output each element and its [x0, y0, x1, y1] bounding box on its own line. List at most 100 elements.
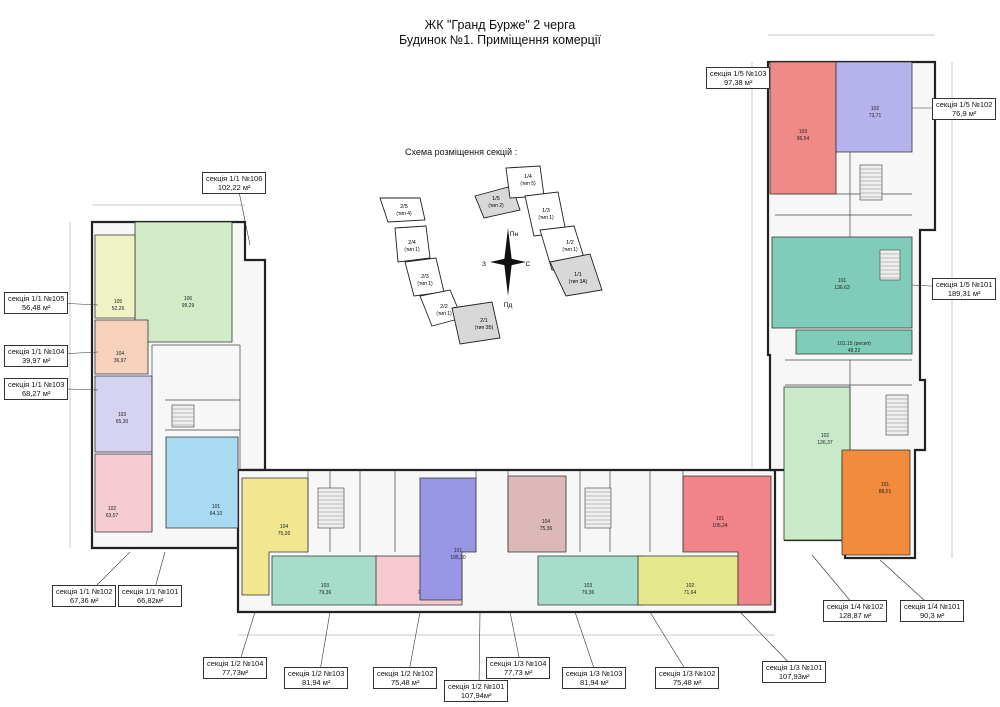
callout-area-value: 76,9 м²	[952, 109, 977, 118]
room-area-r13-102: 71,64	[684, 590, 697, 596]
callout-area-value: 81,94 м²	[301, 678, 331, 687]
room-r14-101	[841, 449, 911, 556]
callout-area-value: 66,82м²	[136, 596, 164, 605]
callout-section-label: секція 1/2 №104	[207, 659, 264, 668]
room-area-r15-101: 136,63	[834, 285, 850, 291]
compass-label: З	[482, 261, 486, 268]
stair-core	[171, 404, 195, 428]
room-r15-103	[769, 61, 837, 195]
callout-area-value: 68,27 м²	[21, 389, 51, 398]
room-area-r15-103: 96,54	[797, 136, 810, 142]
scheme-section-type: (тип 1)	[417, 281, 433, 287]
room-area-r11-104: 36,97	[114, 358, 127, 364]
scheme-title: Схема розміщення секцій :	[405, 147, 518, 157]
callout-area-value: 81,94 м²	[579, 678, 609, 687]
room-number-r12-103: 103	[321, 583, 330, 589]
callout-section-label: секція 1/3 №104	[490, 659, 547, 668]
room-r13-102	[637, 555, 739, 606]
stair-frame	[859, 164, 883, 201]
callout-section-label: секція 1/4 №102	[827, 602, 884, 611]
room-r11-101	[165, 436, 239, 529]
room-number-r12-104: 104	[280, 524, 289, 530]
callout-section-label: секція 1/2 №102	[377, 669, 434, 678]
callout-area-value: 102,22 м²	[217, 183, 251, 192]
stair-frame	[879, 249, 901, 281]
scheme-section-type: (тип 1)	[538, 215, 554, 221]
room-r15-102	[835, 61, 913, 153]
callout-section-label: секція 1/3 №102	[659, 669, 716, 678]
scheme-section-name: 1/2	[566, 240, 574, 246]
compass-needle-south	[504, 256, 512, 296]
room-area-r11-103: 65,30	[116, 419, 129, 425]
room-number-r14-102: 102	[821, 433, 830, 439]
callout-area-value: 107,94м²	[460, 691, 492, 700]
section-scheme: 2/5(тип 4)2/4(тип 1)2/3(тип 1)2/2(тип 1)…	[379, 165, 603, 345]
stair-core	[317, 487, 345, 529]
room-r14-102	[783, 386, 851, 541]
stair-core	[859, 164, 883, 201]
callout-section-label: секція 1/1 №106	[206, 174, 263, 183]
callout-leader-s12-102	[407, 611, 421, 678]
room-r11-105	[94, 234, 136, 319]
scheme-section-1-1	[549, 253, 603, 297]
callout-area-value: 75,48 м²	[390, 678, 420, 687]
callout-section-label: секція 1/1 №104	[8, 347, 65, 356]
room-area-r11-101: 64,10	[210, 511, 223, 517]
room-area-r12-103: 79,36	[319, 590, 332, 596]
room-number-r11-102: 102	[108, 506, 117, 512]
scheme-section-2-5	[379, 197, 426, 223]
room-number-r11-105: 105	[114, 299, 123, 305]
scheme-section-name: 1/3	[542, 208, 550, 214]
callout-section-label: секція 1/5 №102	[936, 100, 993, 109]
callout-area-value: 77,73м²	[221, 668, 249, 677]
room-r15-101b	[795, 329, 913, 355]
callout-area-value: 67,36 м²	[69, 596, 99, 605]
scheme-section-name: 2/4	[408, 240, 416, 246]
scheme-section-name: 2/1	[480, 318, 488, 324]
callout-area-value: 56,48 м²	[21, 303, 51, 312]
scheme-section-2-4	[394, 225, 431, 263]
callout-area-value: 75,48 м²	[672, 678, 702, 687]
room-number-r11-101: 101	[212, 504, 221, 510]
scheme-section-name: 1/5	[492, 196, 500, 202]
room-number-r13-103: 103	[584, 583, 593, 589]
callout-section-label: секція 1/4 №101	[904, 602, 961, 611]
scheme-section-type: (тип 1)	[562, 247, 578, 253]
callout-area-value: 128,87 м²	[838, 611, 872, 620]
callout-section-label: секція 1/1 №102	[56, 587, 113, 596]
stair-core	[584, 487, 612, 529]
internal-walls	[151, 152, 912, 552]
callout-section-label: секція 1/3 №101	[766, 663, 823, 672]
scheme-section-type: (тип 1)	[404, 247, 420, 253]
room-r11-104	[94, 319, 149, 375]
room-number-r11-104: 104	[116, 351, 125, 357]
callout-section-label: секція 1/5 №103	[710, 69, 767, 78]
room-number-r13-104: 104	[542, 519, 551, 525]
callout-area-value: 189,31 м²	[947, 289, 981, 298]
scheme-section-name: 2/3	[421, 274, 429, 280]
room-number-r15-101b: 101.15 (ресеп)	[837, 341, 871, 347]
room-area-r14-102: 126,37	[817, 440, 833, 446]
room-number-r15-102: 102	[871, 106, 880, 112]
callout-section-label: секція 1/5 №101	[936, 280, 993, 289]
callout-section-label: секція 1/3 №103	[566, 669, 623, 678]
room-area-r11-105: 52,26	[112, 306, 125, 312]
scheme-section-name: 1/4	[524, 174, 532, 180]
room-area-r14-101: 88,01	[879, 489, 892, 495]
callout-leader-s12-101	[478, 611, 481, 691]
callout-area-value: 97,38 м²	[723, 78, 753, 87]
scheme-section-type: (тип 1)	[436, 311, 452, 317]
room-area-r13-103: 79,36	[582, 590, 595, 596]
